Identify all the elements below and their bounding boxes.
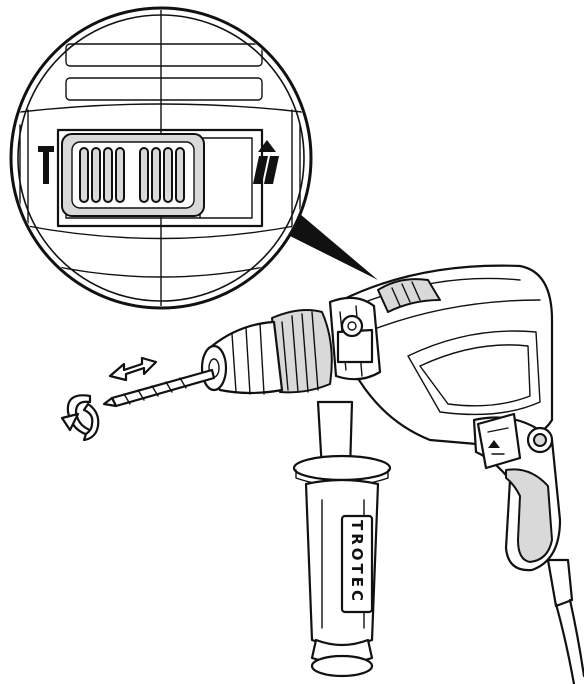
drill-chuck	[200, 309, 333, 395]
magnifier-detail	[9, 6, 313, 310]
slider-grip-ribs	[79, 147, 185, 203]
drill-mode-icon	[38, 146, 54, 184]
brand-label: TROTEC	[348, 520, 366, 604]
hammer-drill-mode-icon	[253, 140, 279, 184]
drill-body	[328, 264, 554, 448]
axial-motion-arrow-icon	[108, 356, 158, 382]
switch-recess	[56, 128, 264, 228]
mode-selector-slider	[61, 133, 205, 217]
rotation-arrow-icon	[60, 394, 100, 442]
trigger	[476, 412, 522, 470]
vent-slot	[65, 43, 263, 67]
side-handle: TROTEC	[292, 400, 392, 678]
vent-slot	[65, 77, 263, 101]
pistol-grip	[472, 412, 584, 684]
callout-wedge	[282, 214, 378, 280]
drill-bit	[102, 368, 216, 408]
